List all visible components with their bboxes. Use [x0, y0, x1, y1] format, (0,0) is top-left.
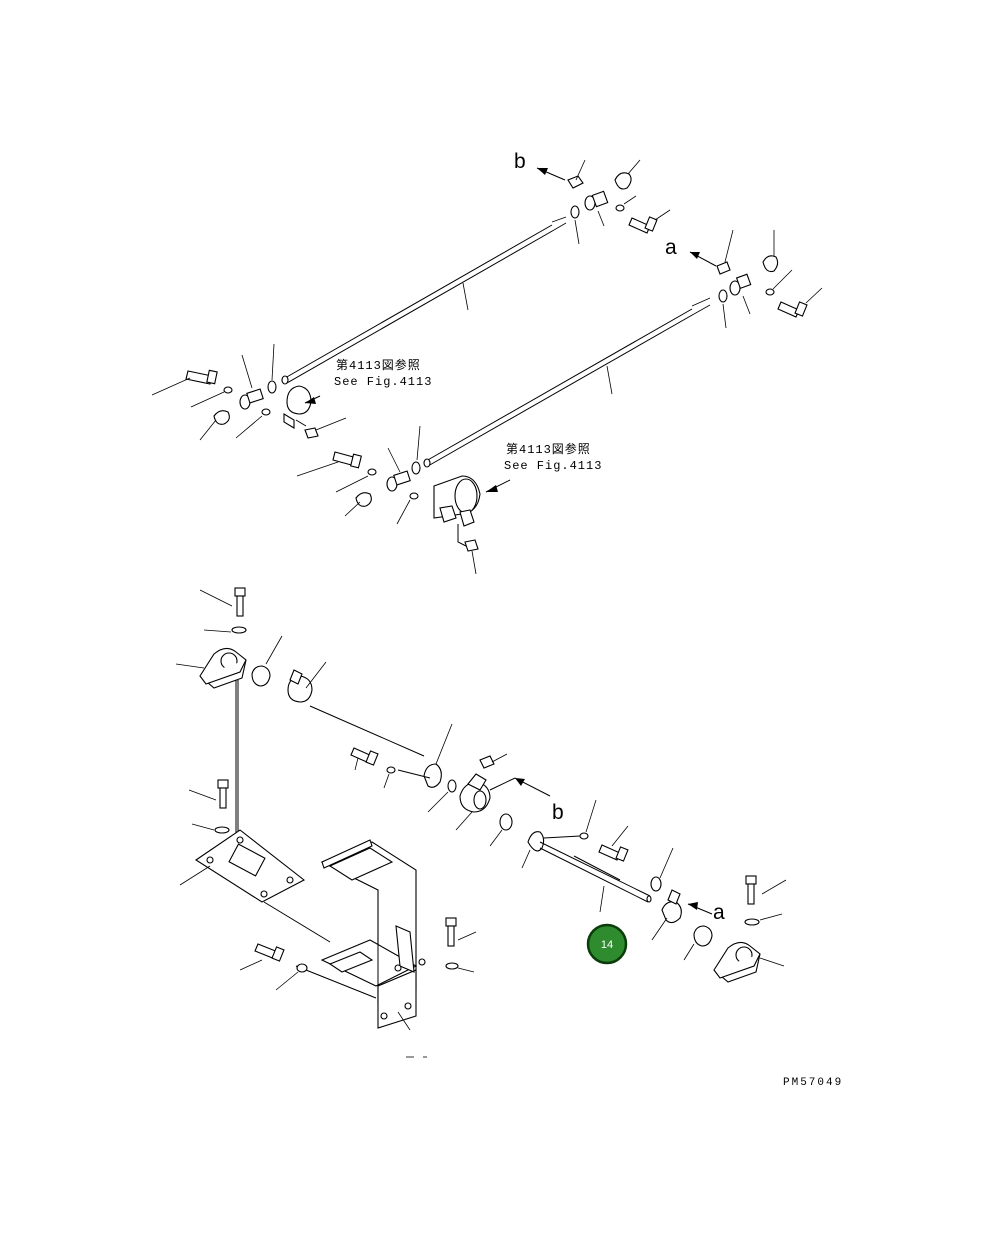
upper-rod-1	[281, 216, 567, 385]
lower-left-pillow-column	[175, 587, 425, 850]
arrow-label-a-bottom: a	[713, 901, 725, 924]
bottom-bolts	[239, 917, 477, 991]
upper-rod-2	[423, 297, 711, 468]
right-cluster-a	[689, 229, 823, 329]
upper-left-cluster	[151, 343, 347, 441]
frame-bracket	[295, 839, 426, 1031]
ref2-en: See Fig.4113	[504, 459, 602, 473]
drawing-number: PM57049	[783, 1077, 843, 1089]
callout-circle[interactable]	[586, 923, 628, 965]
callout-number[interactable]: 14	[601, 939, 613, 951]
callout-14[interactable]: 14	[586, 923, 628, 965]
lower-center-assembly	[350, 723, 713, 961]
lower-right-pillow	[713, 875, 787, 983]
ref2-jp: 第4113図参照	[506, 441, 591, 457]
arrow-label-b-top: b	[514, 150, 526, 173]
top-cluster-b	[536, 159, 671, 245]
upper-lower-cluster	[296, 425, 511, 575]
arrow-label-b-bottom: b	[552, 801, 564, 824]
lower-left-bolts	[179, 779, 331, 943]
ref1-jp: 第4113図参照	[336, 357, 421, 373]
arrow-label-a-top: a	[665, 236, 677, 259]
ref1-en: See Fig.4113	[334, 375, 432, 389]
